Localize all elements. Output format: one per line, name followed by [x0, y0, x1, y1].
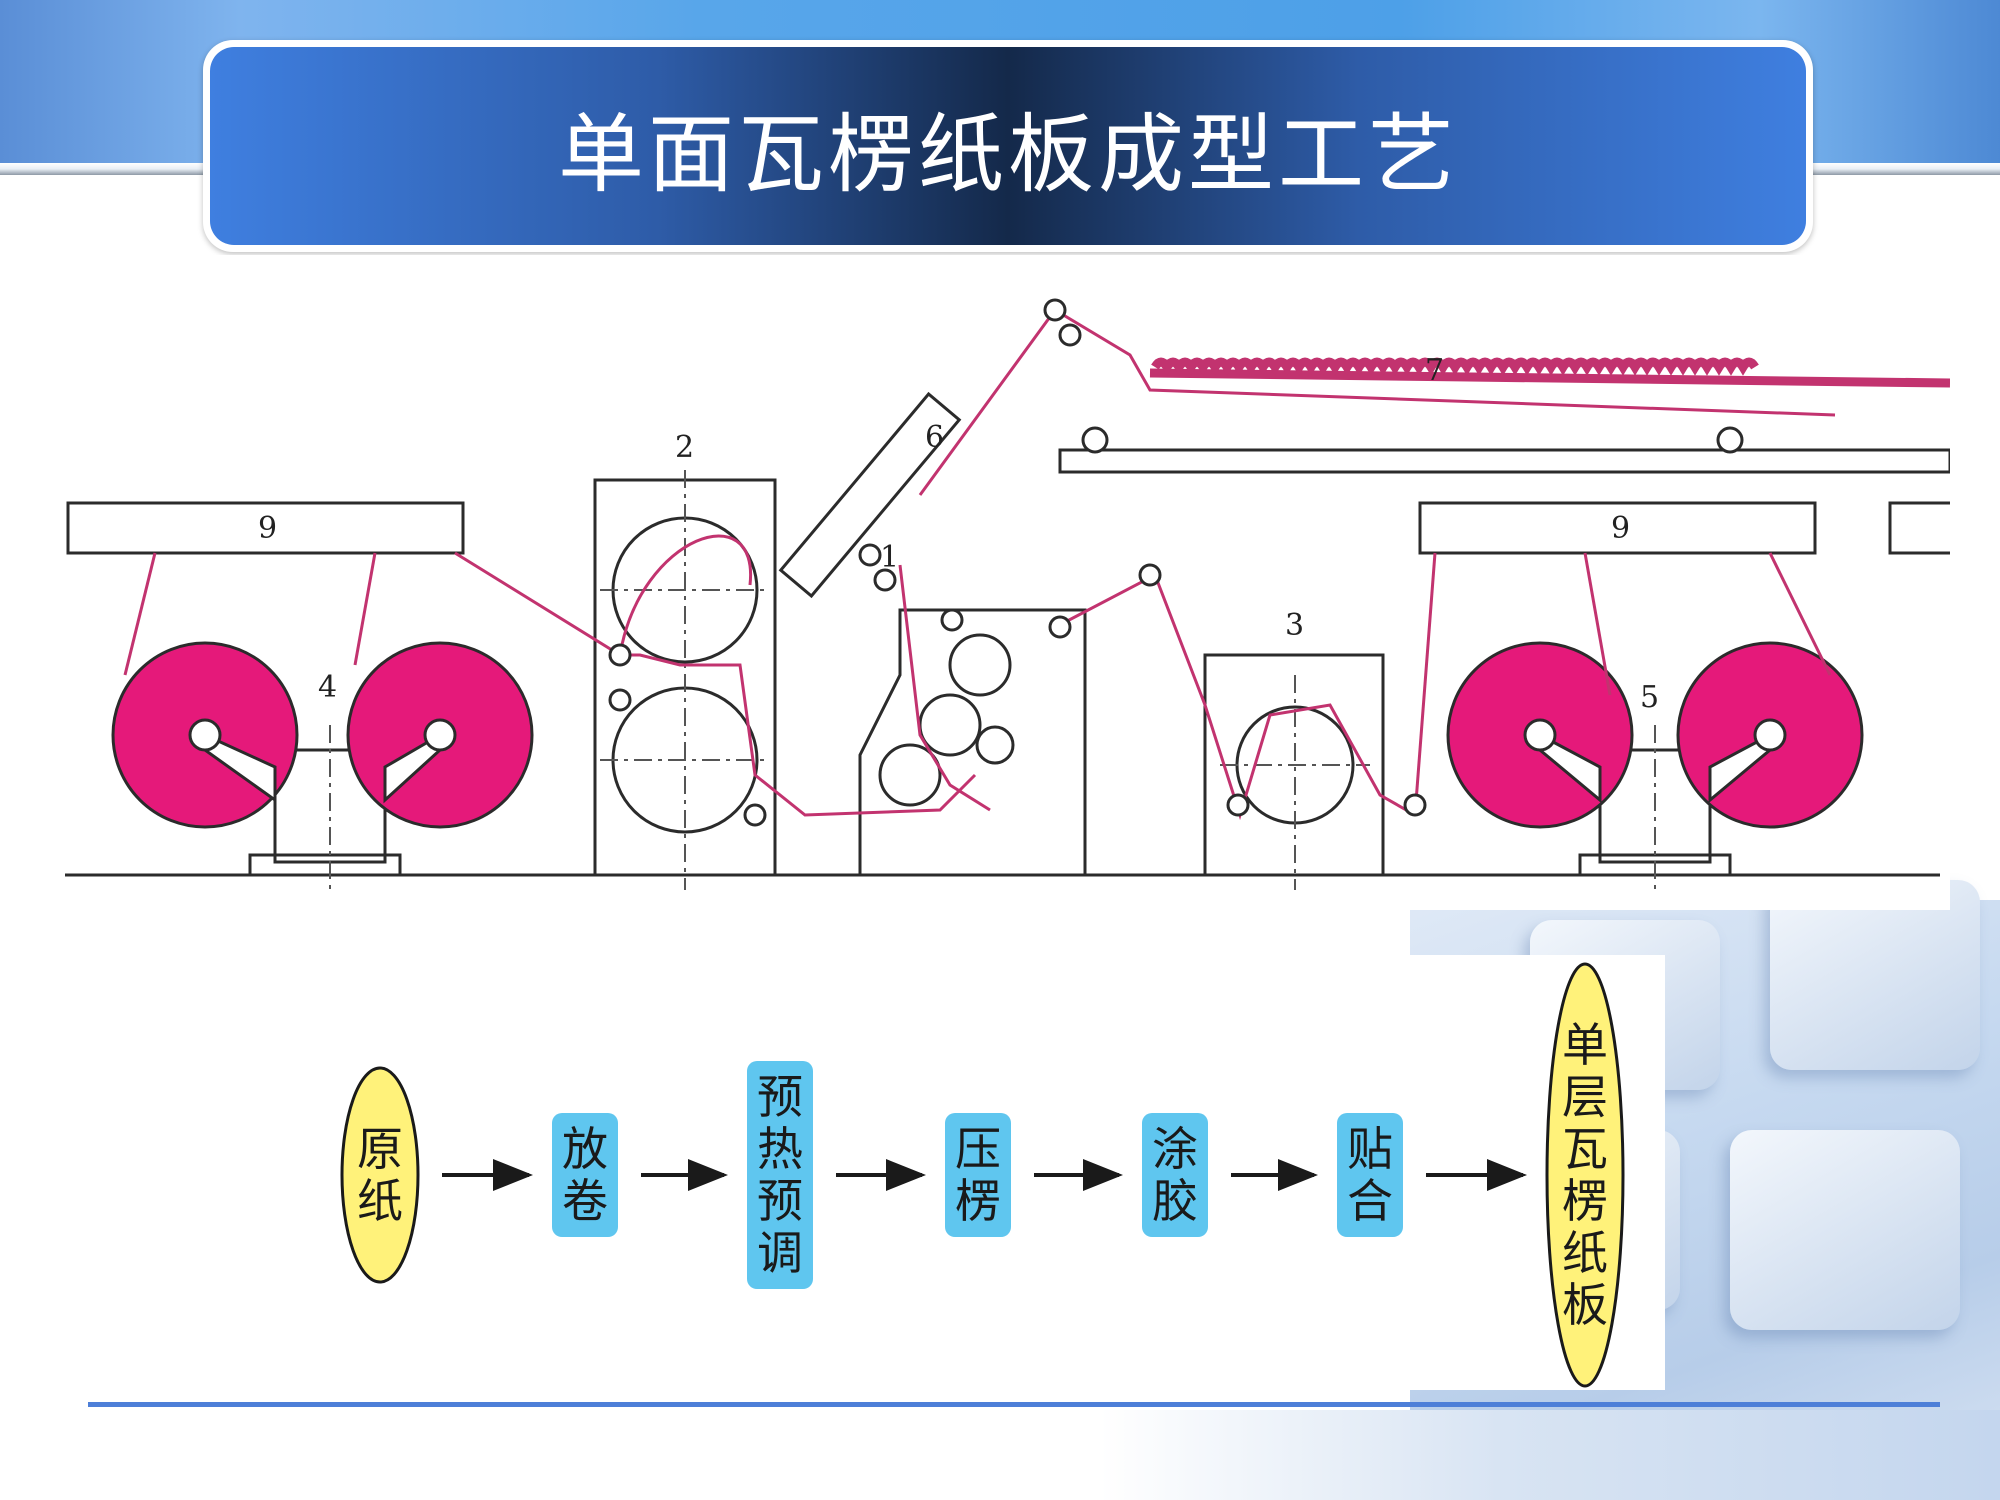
label-3: 3 [1285, 608, 1304, 643]
flow-step-1: 原纸 [340, 1066, 420, 1284]
keyboard-key-decoration [1730, 1130, 1960, 1330]
single-facer-1 [858, 608, 1087, 877]
flow-step-2: 放卷 [552, 1113, 618, 1237]
guide-rollers [608, 298, 1744, 827]
flow-step-char: 预 [757, 1070, 803, 1124]
flow-step-box [747, 1061, 813, 1289]
flow-step-char: 热 [757, 1122, 803, 1176]
beam-9-left [66, 501, 465, 555]
flow-step-ellipse [1545, 962, 1625, 1388]
flow-step-char: 原 [357, 1122, 403, 1176]
flow-step-char: 胶 [1152, 1174, 1198, 1228]
flow-step-box [945, 1113, 1011, 1237]
flow-step-char: 卷 [562, 1174, 608, 1228]
paper-rolls-4 [111, 641, 534, 829]
flow-step-char: 预 [757, 1174, 803, 1228]
flow-step-box [1142, 1113, 1208, 1237]
flow-step-char: 单 [1562, 1018, 1608, 1072]
flow-step-char: 楞 [1562, 1174, 1608, 1228]
flow-step-char: 瓦 [1562, 1122, 1608, 1176]
label-5: 5 [1640, 680, 1659, 715]
flow-step-char: 板 [1562, 1278, 1608, 1332]
corrugator-drawing: 1 2 3 4 5 6 7 9 9 [65, 298, 1950, 890]
corrugating-roll-upper [948, 633, 1012, 697]
flow-step-char: 楞 [955, 1174, 1001, 1228]
flow-step-char: 纸 [1562, 1226, 1608, 1280]
flow-step-char: 贴 [1347, 1122, 1393, 1176]
flow-step-ellipse [340, 1066, 420, 1284]
label-4: 4 [318, 670, 337, 705]
title-banner-inner: 单面瓦楞纸板成型工艺 [210, 47, 1806, 245]
page-title: 单面瓦楞纸板成型工艺 [558, 104, 1458, 205]
beam-edge [1888, 501, 1950, 555]
flow-step-char: 层 [1562, 1070, 1608, 1124]
glue-unit-3 [1203, 653, 1385, 877]
platform-7 [1058, 448, 1950, 474]
stand-4-base [248, 853, 402, 877]
flow-step-box [552, 1113, 618, 1237]
flow-step-char: 压 [955, 1122, 1001, 1176]
label-9-right: 9 [1611, 511, 1630, 546]
flow-step-char: 调 [757, 1226, 803, 1280]
footer-rule [88, 1402, 1940, 1407]
footer-background [0, 1410, 2000, 1500]
flow-step-4: 压楞 [945, 1113, 1011, 1237]
label-1: 1 [880, 540, 899, 575]
flow-step-char: 合 [1347, 1174, 1393, 1228]
label-7: 7 [1425, 353, 1444, 388]
label-2: 2 [675, 430, 694, 465]
glue-roll [975, 725, 1015, 765]
flow-step-box [1337, 1113, 1403, 1237]
label-6: 6 [925, 420, 944, 455]
paper-rolls-5 [1446, 641, 1864, 829]
title-banner: 单面瓦楞纸板成型工艺 [203, 40, 1813, 252]
flow-step-5: 涂胶 [1142, 1113, 1208, 1237]
flow-step-char: 纸 [357, 1174, 403, 1228]
corrugating-roll-lower [918, 693, 982, 757]
corrugator-schematic: 1 2 3 4 5 6 7 9 9 [40, 255, 1950, 910]
beam-9-right [1418, 501, 1817, 555]
pressure-roll [878, 743, 942, 807]
conveyor-6 [778, 391, 962, 599]
keyboard-key-decoration [1770, 880, 1980, 1070]
flow-step-6: 贴合 [1337, 1113, 1403, 1237]
label-9-left: 9 [258, 511, 277, 546]
corrugated-web-7 [1151, 357, 1759, 376]
process-flow: 原纸放卷预热预调压楞涂胶贴合单层瓦楞纸板 [330, 955, 1665, 1390]
flow-step-char: 涂 [1152, 1122, 1198, 1176]
flow-step-char: 放 [562, 1122, 608, 1176]
